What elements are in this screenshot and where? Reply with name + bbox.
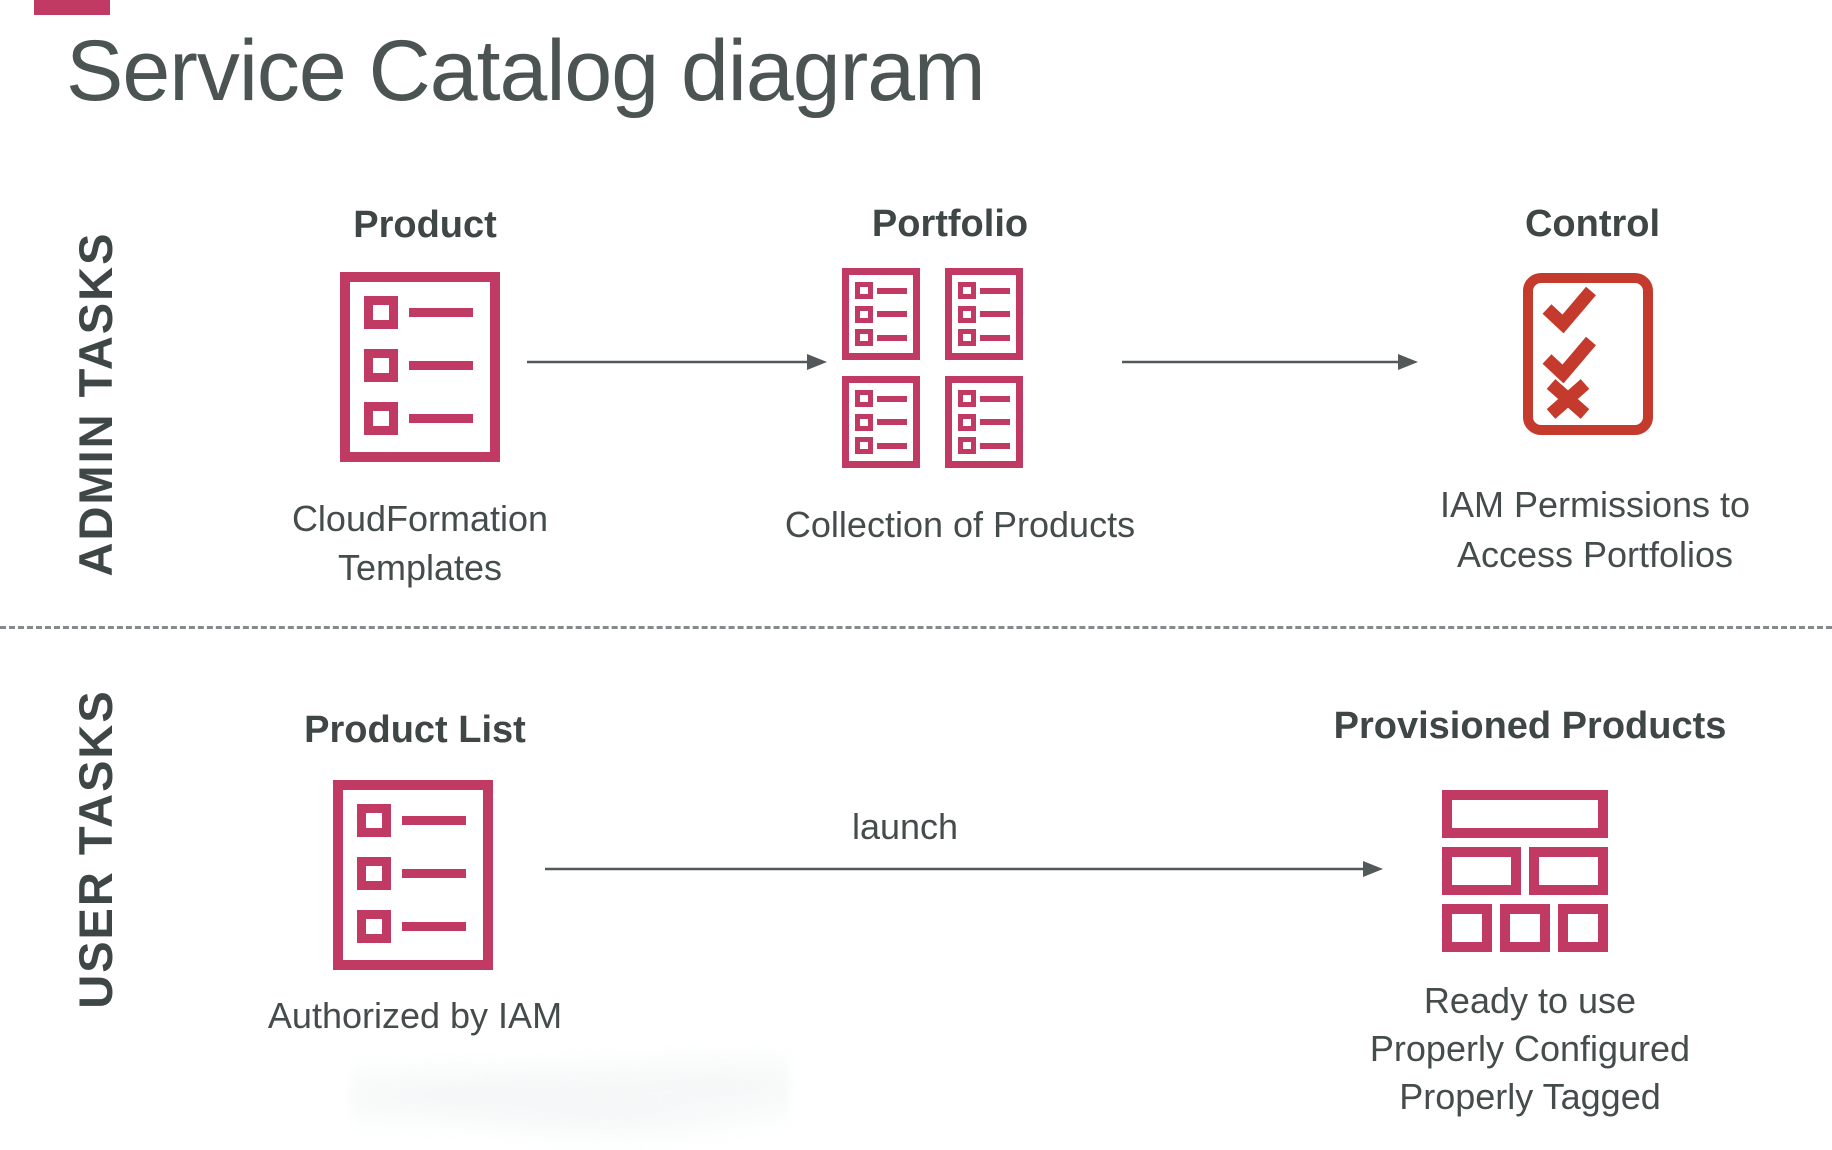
block-cell: [1442, 790, 1608, 838]
list-line-icon: [402, 816, 466, 825]
control-caption: IAM Permissions to Access Portfolios: [1439, 484, 1751, 575]
provisioned-products-caption: Ready to use Properly Configured Properl…: [1369, 980, 1691, 1117]
checkbox-square-icon: [364, 296, 398, 329]
list-row: [357, 910, 469, 943]
user-tasks-row-label: USER TASKS: [69, 689, 122, 1009]
product-list-document-icon: [333, 780, 493, 970]
section-divider-dashed-line: [0, 626, 1832, 629]
list-row: [357, 857, 469, 890]
block-cell: [1442, 847, 1521, 895]
product-list-document-icon: [340, 272, 500, 462]
list-line-icon: [409, 308, 473, 317]
arrow-portfolio-to-control: [1122, 351, 1418, 373]
provisioned-stacked-blocks-icon: [1442, 790, 1608, 952]
faint-watermark-smudge: [350, 1050, 790, 1150]
product-title: Product: [353, 204, 497, 246]
control-title: Control: [1524, 203, 1661, 245]
launch-arrow-label: launch: [851, 806, 959, 847]
list-line-icon: [409, 361, 473, 370]
portfolio-title: Portfolio: [871, 203, 1029, 245]
checkbox-square-icon: [357, 804, 391, 837]
portfolio-caption: Collection of Products: [784, 504, 1136, 545]
list-row: [364, 402, 476, 435]
arrow-launch-to-provisioned: [545, 858, 1383, 880]
product-caption: CloudFormation Templates: [291, 498, 549, 588]
mini-list-document-icon: [842, 268, 920, 360]
block-cell: [1558, 904, 1608, 952]
mini-list-document-icon: [945, 268, 1023, 360]
checkbox-square-icon: [357, 857, 391, 890]
checkbox-square-icon: [364, 349, 398, 382]
checkbox-square-icon: [357, 910, 391, 943]
checkmarks-and-x-icon: [1542, 286, 1596, 419]
block-cell: [1500, 904, 1550, 952]
list-row: [364, 349, 476, 382]
admin-tasks-row-label: ADMIN TASKS: [69, 231, 122, 577]
list-line-icon: [402, 869, 466, 878]
block-cell: [1442, 904, 1492, 952]
arrow-product-to-portfolio: [527, 351, 827, 373]
portfolio-grid-2x2-icon: [842, 268, 1023, 468]
provisioned-products-title: Provisioned Products: [1333, 705, 1727, 747]
list-row: [357, 804, 469, 837]
mini-list-document-icon: [945, 376, 1023, 468]
list-row: [364, 296, 476, 329]
block-cell: [1529, 847, 1608, 895]
corner-accent-bar: [34, 0, 110, 15]
list-line-icon: [402, 922, 466, 931]
page-title: Service Catalog diagram: [66, 23, 986, 119]
product-list-title: Product List: [304, 709, 526, 751]
mini-list-document-icon: [842, 376, 920, 468]
control-checklist-icon: [1523, 273, 1653, 435]
list-line-icon: [409, 414, 473, 423]
checkbox-square-icon: [364, 402, 398, 435]
product-list-caption: Authorized by IAM: [267, 995, 563, 1036]
